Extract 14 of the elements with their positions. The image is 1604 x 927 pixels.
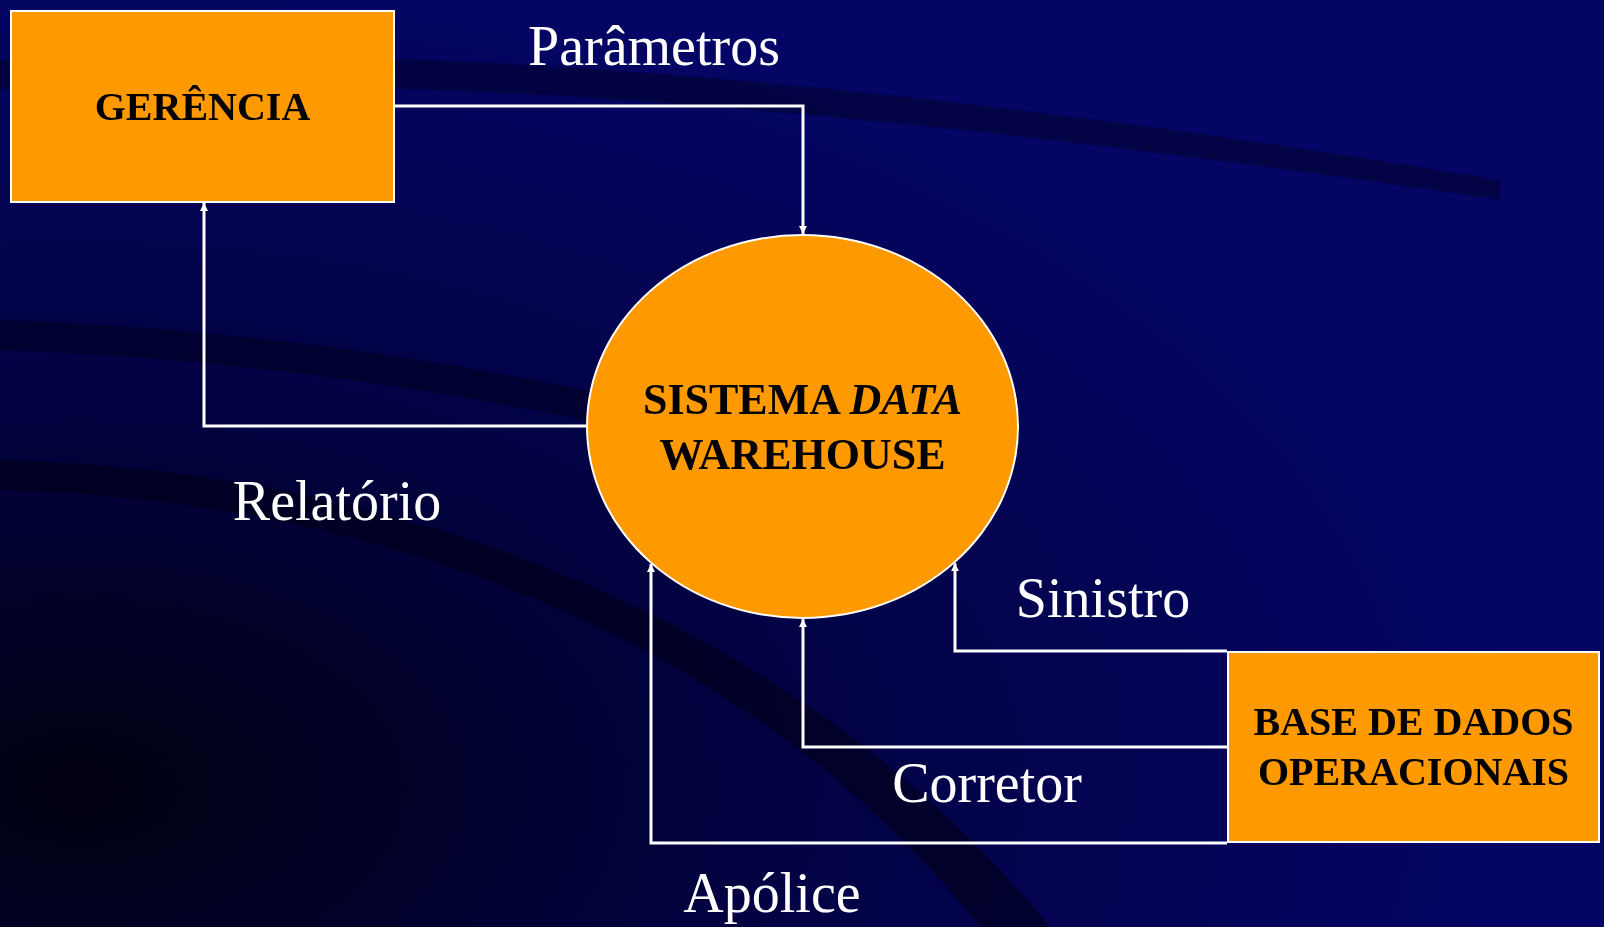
arrow bbox=[200, 203, 586, 428]
edge-label: Relatório bbox=[232, 473, 442, 529]
arrow bbox=[799, 619, 1227, 749]
node-label: GERÊNCIA bbox=[94, 82, 311, 131]
node-label: SISTEMA DATA WAREHOUSE bbox=[641, 373, 964, 481]
node-label: BASE DE DADOS OPERACIONAIS bbox=[1252, 698, 1575, 796]
edge-label: Sinistro bbox=[1015, 570, 1191, 626]
edge-label: Corretor bbox=[892, 755, 1082, 811]
arrow bbox=[647, 564, 1227, 845]
edge-label: Parâmetros bbox=[528, 18, 780, 74]
data-store-box bbox=[1227, 651, 1600, 843]
arrow bbox=[395, 104, 807, 234]
arrow bbox=[951, 563, 1227, 653]
process-box bbox=[10, 10, 395, 203]
